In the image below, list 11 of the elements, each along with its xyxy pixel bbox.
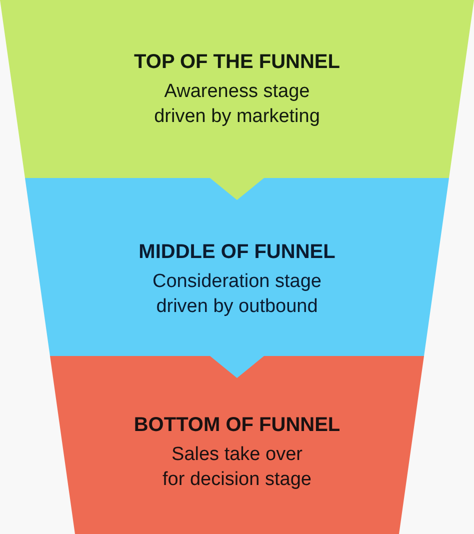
stage-description: Sales take over for decision stage	[162, 443, 312, 492]
funnel-band	[50, 356, 424, 534]
chevron-arrow	[210, 356, 264, 378]
funnel-band	[0, 0, 474, 178]
stage-description: Consideration stage driven by outbound	[152, 270, 322, 319]
chevron-arrow	[210, 178, 264, 200]
stage-heading: MIDDLE OF FUNNEL	[138, 240, 336, 264]
stage-heading: TOP OF THE FUNNEL	[134, 50, 340, 74]
stage-heading: BOTTOM OF FUNNEL	[134, 413, 340, 437]
stage-description: Awareness stage driven by marketing	[153, 80, 321, 129]
funnel-band	[25, 178, 449, 356]
